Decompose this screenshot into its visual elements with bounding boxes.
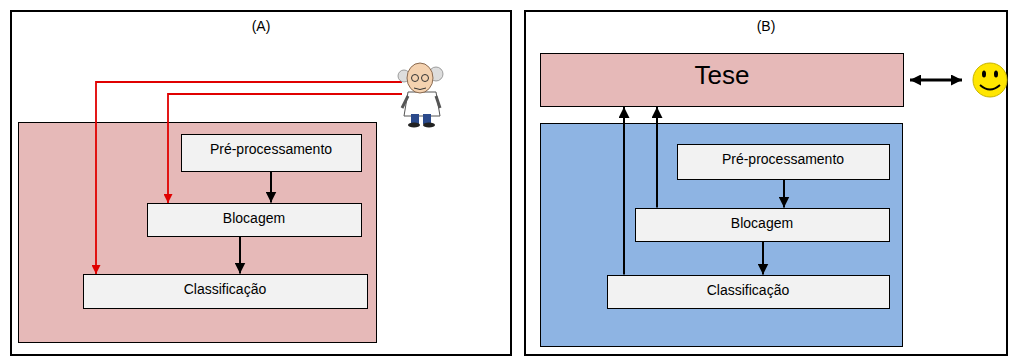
process-box: Classificação <box>83 274 368 309</box>
head <box>407 63 433 93</box>
hair-tuft <box>429 67 443 81</box>
box-label: Pré-processamento <box>182 141 361 157</box>
panel-label: (A) <box>12 18 510 34</box>
process-box: Classificação <box>607 275 890 309</box>
panel-label: (B) <box>526 18 1006 34</box>
connector-layer <box>240 107 784 275</box>
smiley-mouth <box>980 85 1000 90</box>
process-box: Blocagem <box>635 208 890 242</box>
group-box: Pré-processamentoBlocagemClassificação <box>540 123 903 347</box>
flow-arrow <box>623 107 625 275</box>
box-label: Classificação <box>608 282 889 298</box>
smiley-eye <box>994 71 998 78</box>
panel-frame: TesePré-processamentoBlocagemClassificaç… <box>524 10 1008 356</box>
trouser-leg <box>411 114 419 124</box>
hair-tuft <box>398 70 410 82</box>
flow-arrow <box>783 180 785 208</box>
box-label: Tese <box>541 60 903 91</box>
arm <box>436 96 440 108</box>
box-label: Classificação <box>84 281 367 297</box>
red-leader-line <box>168 94 402 203</box>
arm <box>402 96 408 108</box>
flow-arrow <box>762 242 764 275</box>
double-arrow <box>910 79 962 82</box>
smiley-eye <box>982 71 986 78</box>
flow-arrow <box>270 172 272 203</box>
flow-arrow <box>656 107 658 208</box>
group-box: Pré-processamentoBlocagemClassificação <box>18 122 377 343</box>
smiley-face <box>973 63 1007 97</box>
mouth <box>414 88 426 90</box>
red-leader-line <box>96 82 402 274</box>
panel-frame: Pré-processamentoBlocagemClassificação (A… <box>10 10 512 356</box>
shoe <box>408 123 420 128</box>
thesis-box: Tese <box>540 53 904 107</box>
process-box: Pré-processamento <box>677 144 890 180</box>
lab-coat <box>404 92 440 116</box>
scientist-illustration <box>398 63 443 128</box>
glasses <box>412 75 419 82</box>
shoe <box>423 123 435 128</box>
box-label: Blocagem <box>148 210 361 226</box>
flow-arrow <box>239 237 241 274</box>
process-box: Pré-processamento <box>181 134 362 172</box>
glasses <box>422 75 429 82</box>
box-label: Pré-processamento <box>678 151 889 167</box>
box-label: Blocagem <box>636 215 889 231</box>
smiley-head <box>973 63 1007 97</box>
trouser-leg <box>423 114 431 124</box>
process-box: Blocagem <box>147 203 362 237</box>
